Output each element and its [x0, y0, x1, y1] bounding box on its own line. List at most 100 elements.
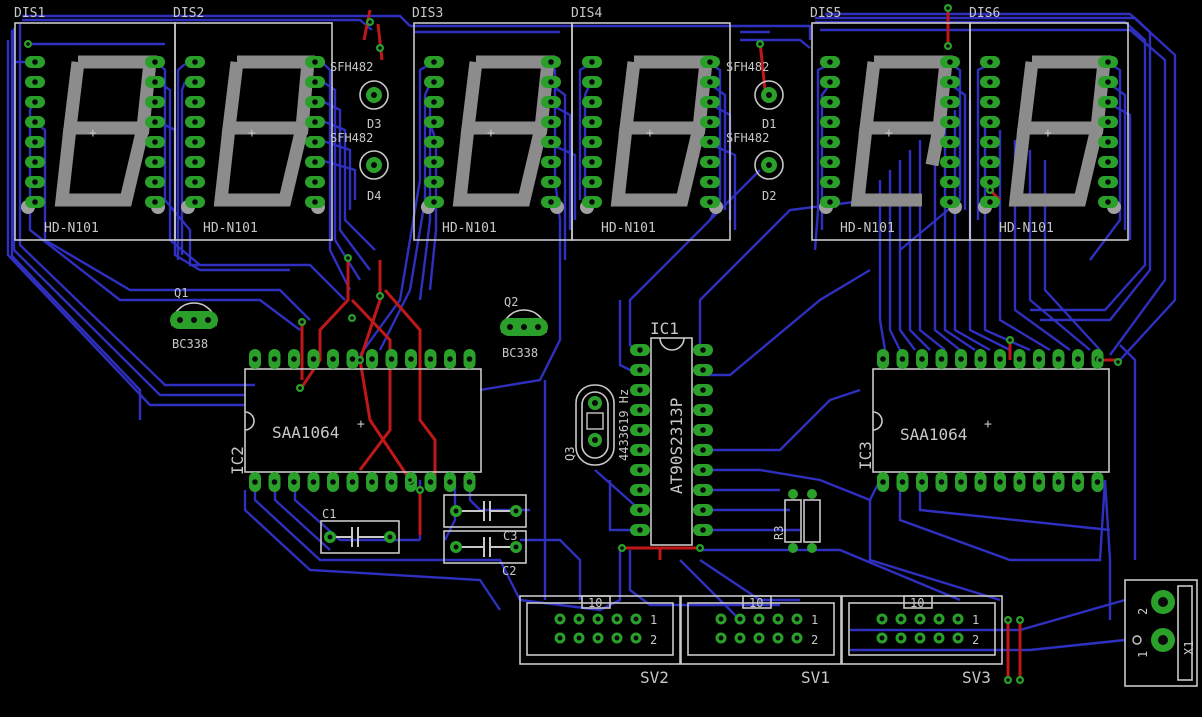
drill-hole: [947, 179, 953, 185]
drill-hole: [26, 42, 30, 46]
ic2-pads: [249, 349, 476, 492]
drill-hole: [310, 356, 317, 362]
drill-hole: [880, 479, 886, 485]
drill-hole: [946, 44, 950, 48]
drill-hole: [794, 635, 800, 641]
drill-hole: [936, 616, 942, 622]
drill-hole: [192, 159, 198, 165]
drill-hole: [388, 479, 395, 485]
drill-hole: [827, 119, 833, 125]
drill-hole: [589, 59, 595, 65]
drill-hole: [349, 356, 356, 362]
drill-hole: [987, 139, 993, 145]
resistor-ref: R3: [772, 526, 786, 540]
drill-hole: [1094, 479, 1101, 485]
drill-hole: [987, 159, 993, 165]
capacitor-ref: C2: [502, 564, 516, 578]
drill-hole: [938, 356, 945, 362]
drill-hole: [271, 479, 278, 485]
connector-pads: [554, 613, 964, 644]
ic2-saa1064: SAA1064 IC2 +: [228, 368, 482, 475]
drill-hole: [1055, 479, 1062, 485]
capacitor-ref: C3: [503, 529, 517, 543]
drill-hole: [368, 20, 372, 24]
drill-hole: [152, 199, 158, 205]
drill-hole: [700, 347, 706, 353]
transistor-ref: Q2: [504, 295, 518, 309]
svg-text:+: +: [248, 126, 256, 141]
transistor-part: BC338: [172, 337, 208, 351]
drill-hole: [431, 179, 437, 185]
drill-hole: [589, 139, 595, 145]
drill-hole: [827, 99, 833, 105]
connector-pins-label: 10: [588, 596, 602, 610]
drill-hole: [758, 42, 762, 46]
connector-pins-label: 10: [749, 596, 763, 610]
drill-hole: [614, 635, 620, 641]
drill-hole: [192, 179, 198, 185]
drill-hole: [737, 616, 743, 622]
drill-hole: [958, 479, 964, 485]
drill-hole: [291, 356, 297, 362]
drill-hole: [775, 635, 781, 641]
drill-hole: [827, 59, 833, 65]
connector-pin2: 2: [811, 633, 818, 647]
drill-hole: [700, 447, 706, 453]
drill-hole: [1018, 678, 1022, 682]
led-part: SFH482: [726, 60, 769, 74]
drill-hole: [899, 479, 906, 485]
svg-text:+: +: [89, 126, 97, 141]
capacitor-c2: C2: [443, 530, 527, 578]
led-ref: D1: [762, 117, 776, 131]
drill-hole: [312, 199, 318, 205]
connector-pin2: 2: [972, 633, 979, 647]
drill-hole: [977, 479, 984, 485]
drill-hole: [152, 159, 158, 165]
drill-hole: [32, 99, 38, 105]
drill-hole: [707, 199, 713, 205]
connector-pin1: 1: [972, 613, 979, 627]
drill-hole: [879, 616, 885, 622]
drill-hole: [637, 427, 643, 433]
drill-hole: [700, 367, 706, 373]
ic-ref: IC1: [650, 319, 679, 338]
drill-hole: [700, 427, 706, 433]
transistor-ref: Q1: [174, 286, 188, 300]
drill-hole: [192, 139, 198, 145]
drill-hole: [192, 79, 198, 85]
drill-hole: [919, 356, 925, 362]
svg-text:+: +: [357, 417, 365, 432]
drill-hole: [718, 635, 724, 641]
drill-hole: [1098, 358, 1102, 362]
terminal-pin1: 1: [1136, 651, 1150, 658]
connector-pins-label: 10: [910, 596, 924, 610]
crystal-q3: Q3 4433619 Hz: [563, 384, 631, 466]
drill-hole: [358, 358, 362, 362]
drill-hole: [330, 479, 336, 485]
drill-hole: [378, 46, 382, 50]
drill-hole: [431, 159, 437, 165]
drill-hole: [756, 635, 762, 641]
drill-hole: [700, 487, 706, 493]
drill-hole: [32, 159, 38, 165]
drill-hole: [707, 59, 713, 65]
led-ref: D3: [367, 117, 381, 131]
terminal-pin2: 2: [1136, 608, 1150, 615]
ic3-pads: [877, 349, 1104, 492]
drill-hole: [997, 479, 1003, 485]
drill-hole: [955, 616, 961, 622]
drill-hole: [987, 179, 993, 185]
drill-hole: [1105, 179, 1111, 185]
display-ref: DIS6: [969, 6, 1000, 21]
drill-hole: [548, 99, 554, 105]
led-ref: D4: [367, 189, 381, 203]
drill-hole: [312, 79, 318, 85]
drill-hole: [548, 179, 554, 185]
drill-hole: [707, 79, 713, 85]
drill-hole: [718, 616, 724, 622]
drill-hole: [756, 616, 762, 622]
drill-hole: [378, 294, 382, 298]
ic-part: SAA1064: [900, 425, 967, 444]
drill-hole: [919, 479, 925, 485]
terminal-ref: X1: [1182, 641, 1196, 655]
